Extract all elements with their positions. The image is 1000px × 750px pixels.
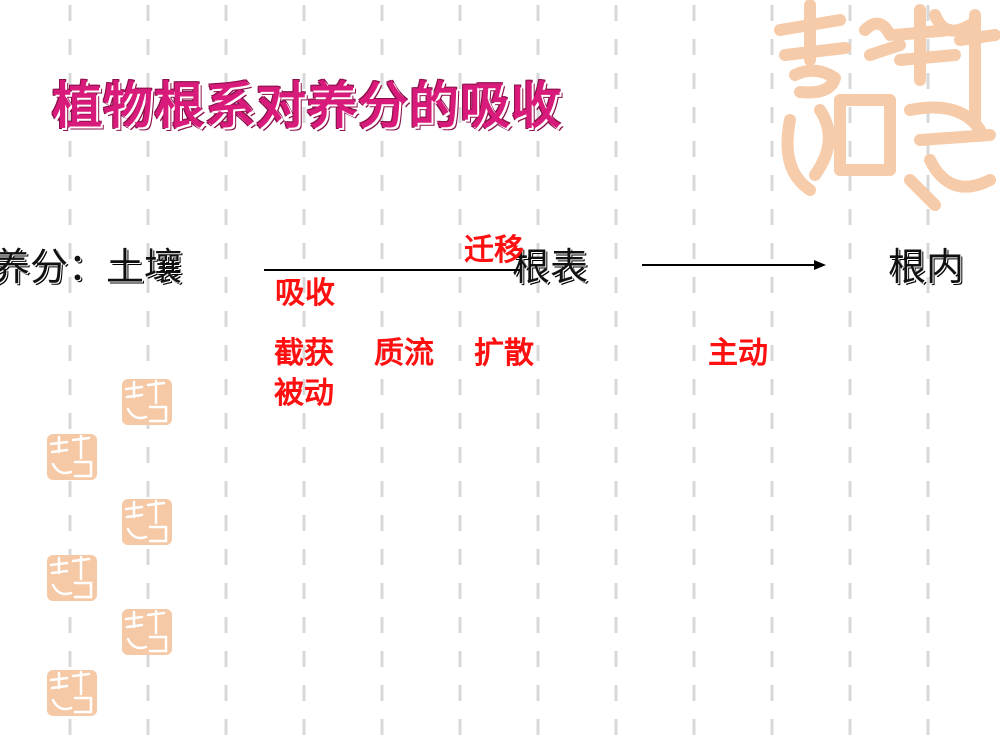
label-absorption: 吸收	[275, 276, 335, 311]
label-passive: 被动	[274, 376, 334, 411]
slide-title: 植物根系对养分的吸收	[52, 77, 562, 135]
auspicious-seal-large	[774, 0, 1000, 211]
auspicious-seal-small	[47, 670, 97, 716]
auspicious-seal-small	[47, 434, 97, 480]
mechanism-diffusion: 扩散	[474, 336, 534, 371]
flow-root-surface: 根表	[512, 245, 589, 289]
mechanism-interception: 截获	[274, 336, 334, 371]
mechanism-mass-flow: 质流	[374, 336, 434, 371]
arrow-root-surface-to-interior	[642, 260, 826, 270]
auspicious-seal-small	[47, 555, 97, 601]
auspicious-seal-small	[122, 609, 172, 655]
flow-source-soil: 养分：土壤	[0, 245, 183, 289]
label-active: 主动	[708, 336, 768, 371]
label-migration: 迁移	[464, 233, 524, 268]
arrow-soil-to-root-surface	[264, 269, 520, 271]
auspicious-seal-small	[122, 499, 172, 545]
flow-root-interior: 根内	[888, 245, 965, 289]
auspicious-seal-small	[122, 379, 172, 425]
